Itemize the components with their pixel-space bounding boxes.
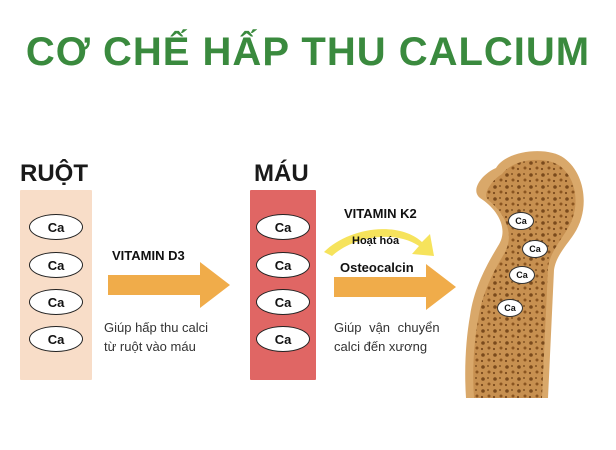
- vitamin-d3-label: VITAMIN D3: [112, 248, 185, 263]
- blood-label: MÁU: [254, 160, 309, 187]
- bone-calcium-3: Ca: [509, 266, 535, 284]
- vitamin-d3-arrow: [108, 262, 230, 308]
- activation-arc-arrow: [324, 229, 434, 256]
- intestine-label: RUỘT: [20, 160, 88, 187]
- intestine-calcium-4: Ca: [29, 326, 83, 352]
- blood-calcium-1: Ca: [256, 214, 310, 240]
- osteocalcin-description-line-1: Giúp vận chuyển: [334, 320, 440, 335]
- bone-calcium-4: Ca: [497, 299, 523, 317]
- page-title: CƠ CHẾ HẤP THU CALCIUM: [25, 30, 591, 74]
- osteocalcin-arrow: [334, 264, 456, 310]
- osteocalcin-label: Osteocalcin: [340, 260, 414, 275]
- vitamin-d3-description: Giúp hấp thu calci từ ruột vào máu: [104, 318, 208, 356]
- vitamin-d3-description-line-1: Giúp hấp thu calci: [104, 320, 209, 335]
- blood-calcium-3: Ca: [256, 289, 310, 315]
- osteocalcin-description-line-2: calci đến xương: [334, 339, 428, 354]
- blood-calcium-2: Ca: [256, 252, 310, 278]
- intestine-calcium-1: Ca: [29, 214, 83, 240]
- vitamin-d3-description-line-2: từ ruột vào máu: [104, 339, 196, 354]
- osteocalcin-description: Giúp vận chuyển calci đến xương: [334, 318, 440, 356]
- blood-calcium-4: Ca: [256, 326, 310, 352]
- bone-calcium-2: Ca: [522, 240, 548, 258]
- bone-calcium-1: Ca: [508, 212, 534, 230]
- activation-label: Hoạt hóa: [352, 235, 400, 247]
- osteocalcin-arrow-shape: [334, 264, 456, 310]
- intestine-calcium-2: Ca: [29, 252, 83, 278]
- activation-arc-shape: [324, 229, 434, 256]
- vitamin-d3-arrow-shape: [108, 262, 230, 308]
- vitamin-k2-label: VITAMIN K2: [344, 206, 417, 221]
- intestine-calcium-3: Ca: [29, 289, 83, 315]
